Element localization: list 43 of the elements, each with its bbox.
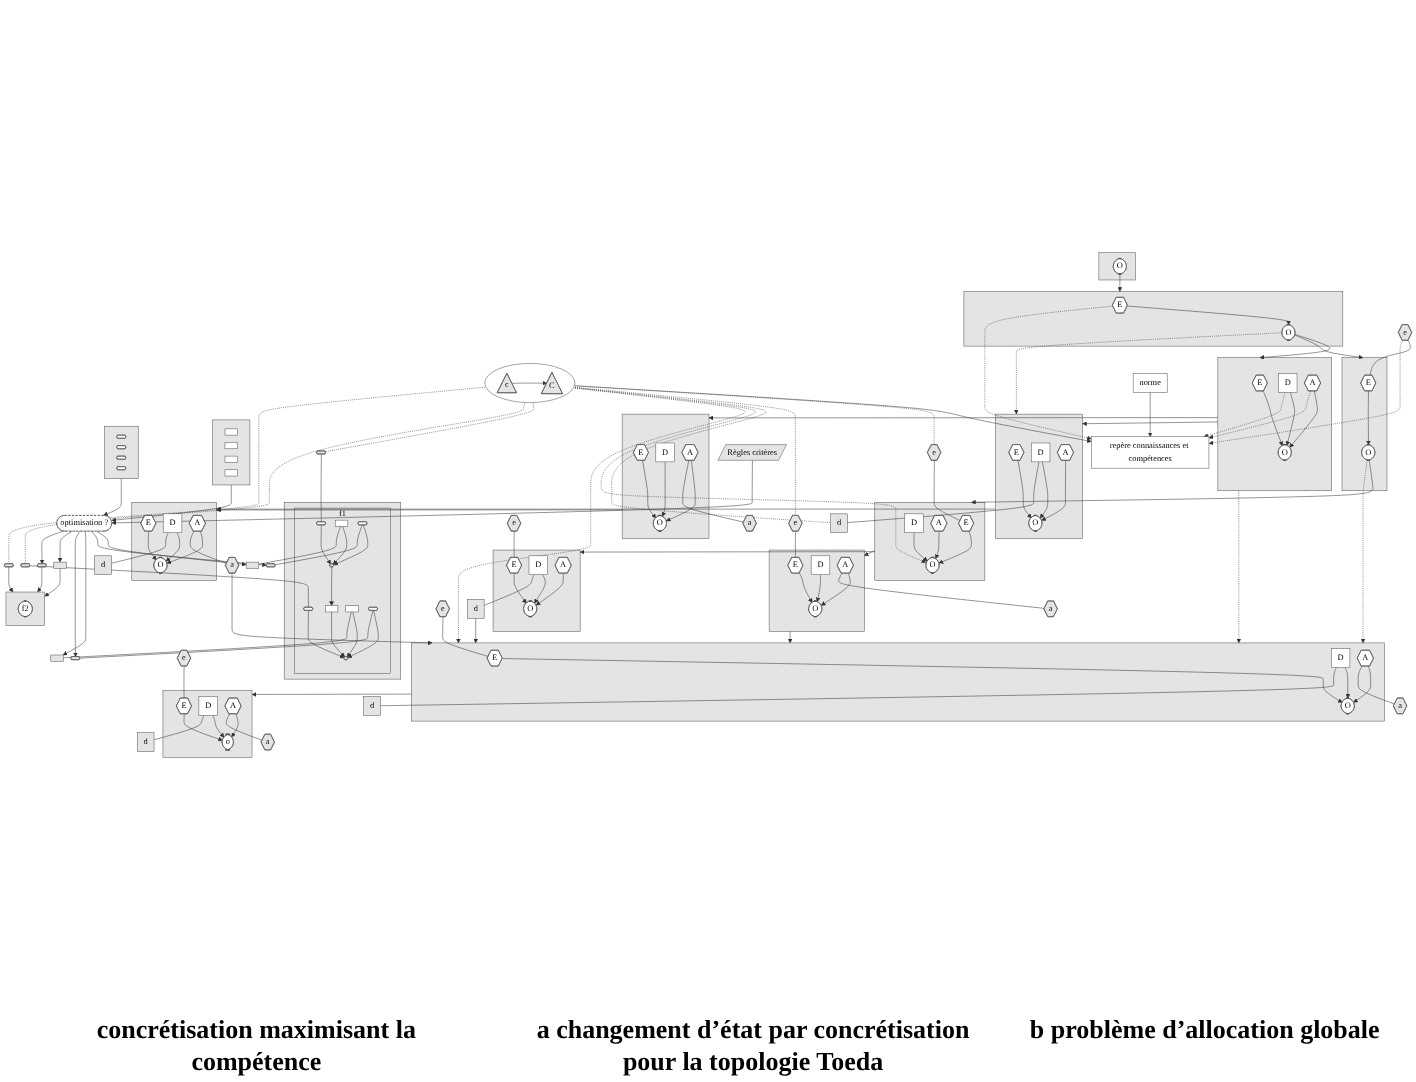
cluster [283, 502, 402, 680]
connector [1369, 339, 1411, 376]
node-box [325, 605, 339, 613]
cluster [212, 419, 251, 486]
connector [795, 531, 796, 558]
node-box [53, 561, 67, 569]
cluster [411, 642, 1385, 722]
node-box [345, 605, 359, 613]
cluster [1341, 357, 1388, 491]
cluster [874, 502, 986, 581]
cluster [104, 425, 139, 479]
cluster [131, 502, 217, 581]
cluster [162, 690, 253, 758]
connector [153, 715, 205, 741]
connector [1357, 666, 1395, 705]
connector [933, 460, 961, 521]
connector [838, 573, 1045, 609]
connector [325, 402, 534, 452]
cluster [5, 591, 45, 626]
node-box [224, 442, 238, 450]
cluster [963, 291, 1344, 347]
node-box [224, 455, 238, 463]
cluster [484, 363, 576, 403]
note-text: b problème d’allocation globale [1029, 1014, 1380, 1048]
cluster [1098, 252, 1136, 281]
cluster [1217, 357, 1332, 491]
cluster [621, 413, 710, 539]
connector [513, 531, 515, 558]
connector [380, 667, 1337, 706]
node-box [50, 654, 64, 662]
cluster [492, 549, 581, 632]
cluster [995, 413, 1083, 539]
cluster [768, 549, 865, 632]
note-text: a changement d’état par concrétisation pour la topologie Toeda [534, 1014, 972, 1078]
node-box [335, 519, 349, 527]
node-box [224, 428, 238, 436]
connector [183, 666, 185, 699]
note-text: concrétisation maximisant la compétence [94, 1014, 418, 1078]
connector [574, 385, 935, 445]
node-box [224, 469, 238, 477]
connector [320, 454, 322, 523]
node-box [245, 561, 260, 569]
connector [682, 460, 744, 523]
